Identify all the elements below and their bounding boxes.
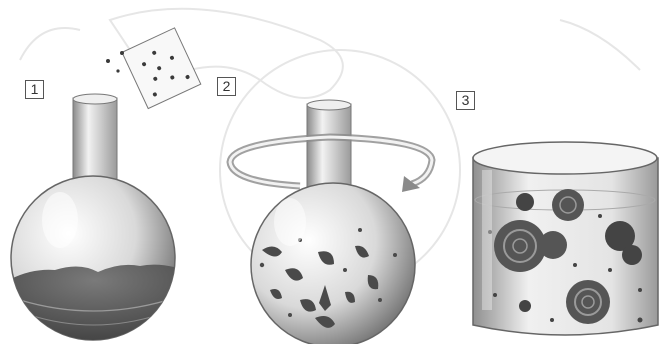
powder-packet-icon — [122, 28, 201, 109]
step-1-label: 1 — [25, 80, 44, 99]
flask-1-liquid — [5, 265, 185, 344]
step-3-label: 3 — [456, 91, 475, 110]
falling-powder — [106, 51, 124, 73]
flask-1 — [5, 94, 185, 344]
step-2-label: 2 — [217, 77, 236, 96]
beaker-3 — [473, 142, 658, 335]
